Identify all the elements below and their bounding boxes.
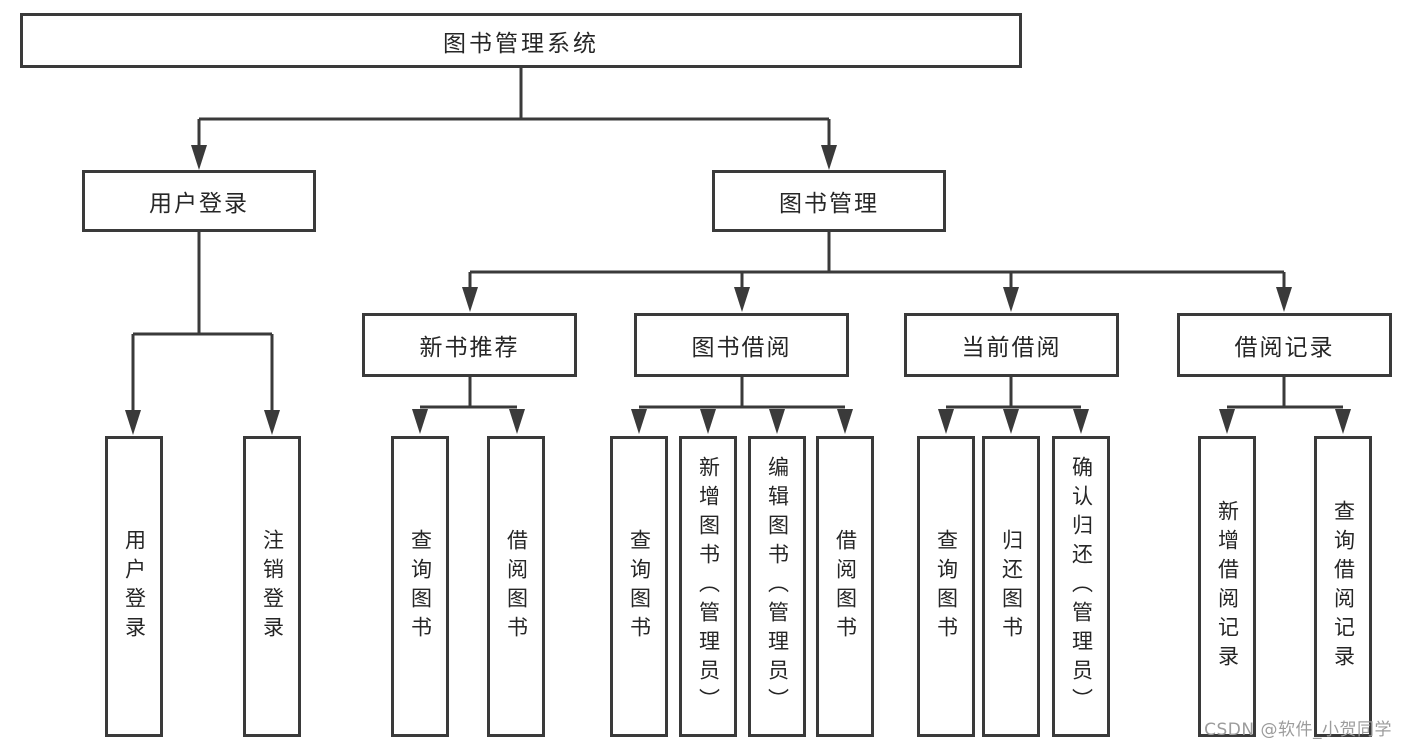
node-new-book-recommend: 新书推荐	[362, 313, 577, 377]
arrowheads	[125, 145, 1351, 435]
leaf-query-borrow-record: 查询借阅记录	[1314, 436, 1372, 737]
node-library-management-system: 图书管理系统	[20, 13, 1022, 68]
leaf-logout: 注销登录	[243, 436, 301, 737]
leaf-user-login: 用户登录	[105, 436, 163, 737]
leaf-label: 归还图书	[999, 528, 1024, 645]
leaf-label: 借阅图书	[833, 528, 858, 645]
leaf-label: 确认归还（管理员）	[1069, 456, 1094, 717]
leaf-label: 编辑图书（管理员）	[765, 456, 790, 717]
leaf-add-books-admin: 新增图书（管理员）	[679, 436, 737, 737]
leaf-return-books: 归还图书	[982, 436, 1040, 737]
node-current-borrowing: 当前借阅	[904, 313, 1119, 377]
leaf-borrow-books-borrowing: 借阅图书	[816, 436, 874, 737]
leaf-label: 查询图书	[934, 528, 959, 645]
node-user-login: 用户登录	[82, 170, 316, 232]
leaf-label: 查询图书	[408, 528, 433, 645]
leaf-label: 新增图书（管理员）	[696, 456, 721, 717]
node-borrowing-records: 借阅记录	[1177, 313, 1392, 377]
leaf-query-books-borrowing: 查询图书	[610, 436, 668, 737]
node-book-management: 图书管理	[712, 170, 946, 232]
leaf-query-books-current: 查询图书	[917, 436, 975, 737]
leaf-label: 查询图书	[627, 528, 652, 645]
leaf-label: 注销登录	[260, 528, 285, 645]
leaf-label: 新增借阅记录	[1215, 499, 1240, 674]
connector-path	[131, 68, 1343, 414]
watermark-text: CSDN @软件_小贺同学	[1204, 720, 1392, 740]
leaf-confirm-return-admin: 确认归还（管理员）	[1052, 436, 1110, 737]
leaf-query-books-recommend: 查询图书	[391, 436, 449, 737]
leaf-label: 借阅图书	[504, 528, 529, 645]
leaf-borrow-books-recommend: 借阅图书	[487, 436, 545, 737]
leaf-label: 用户登录	[122, 528, 147, 645]
leaf-label: 查询借阅记录	[1331, 499, 1356, 674]
node-book-borrowing: 图书借阅	[634, 313, 849, 377]
leaf-add-borrow-record: 新增借阅记录	[1198, 436, 1256, 737]
leaf-edit-books-admin: 编辑图书（管理员）	[748, 436, 806, 737]
